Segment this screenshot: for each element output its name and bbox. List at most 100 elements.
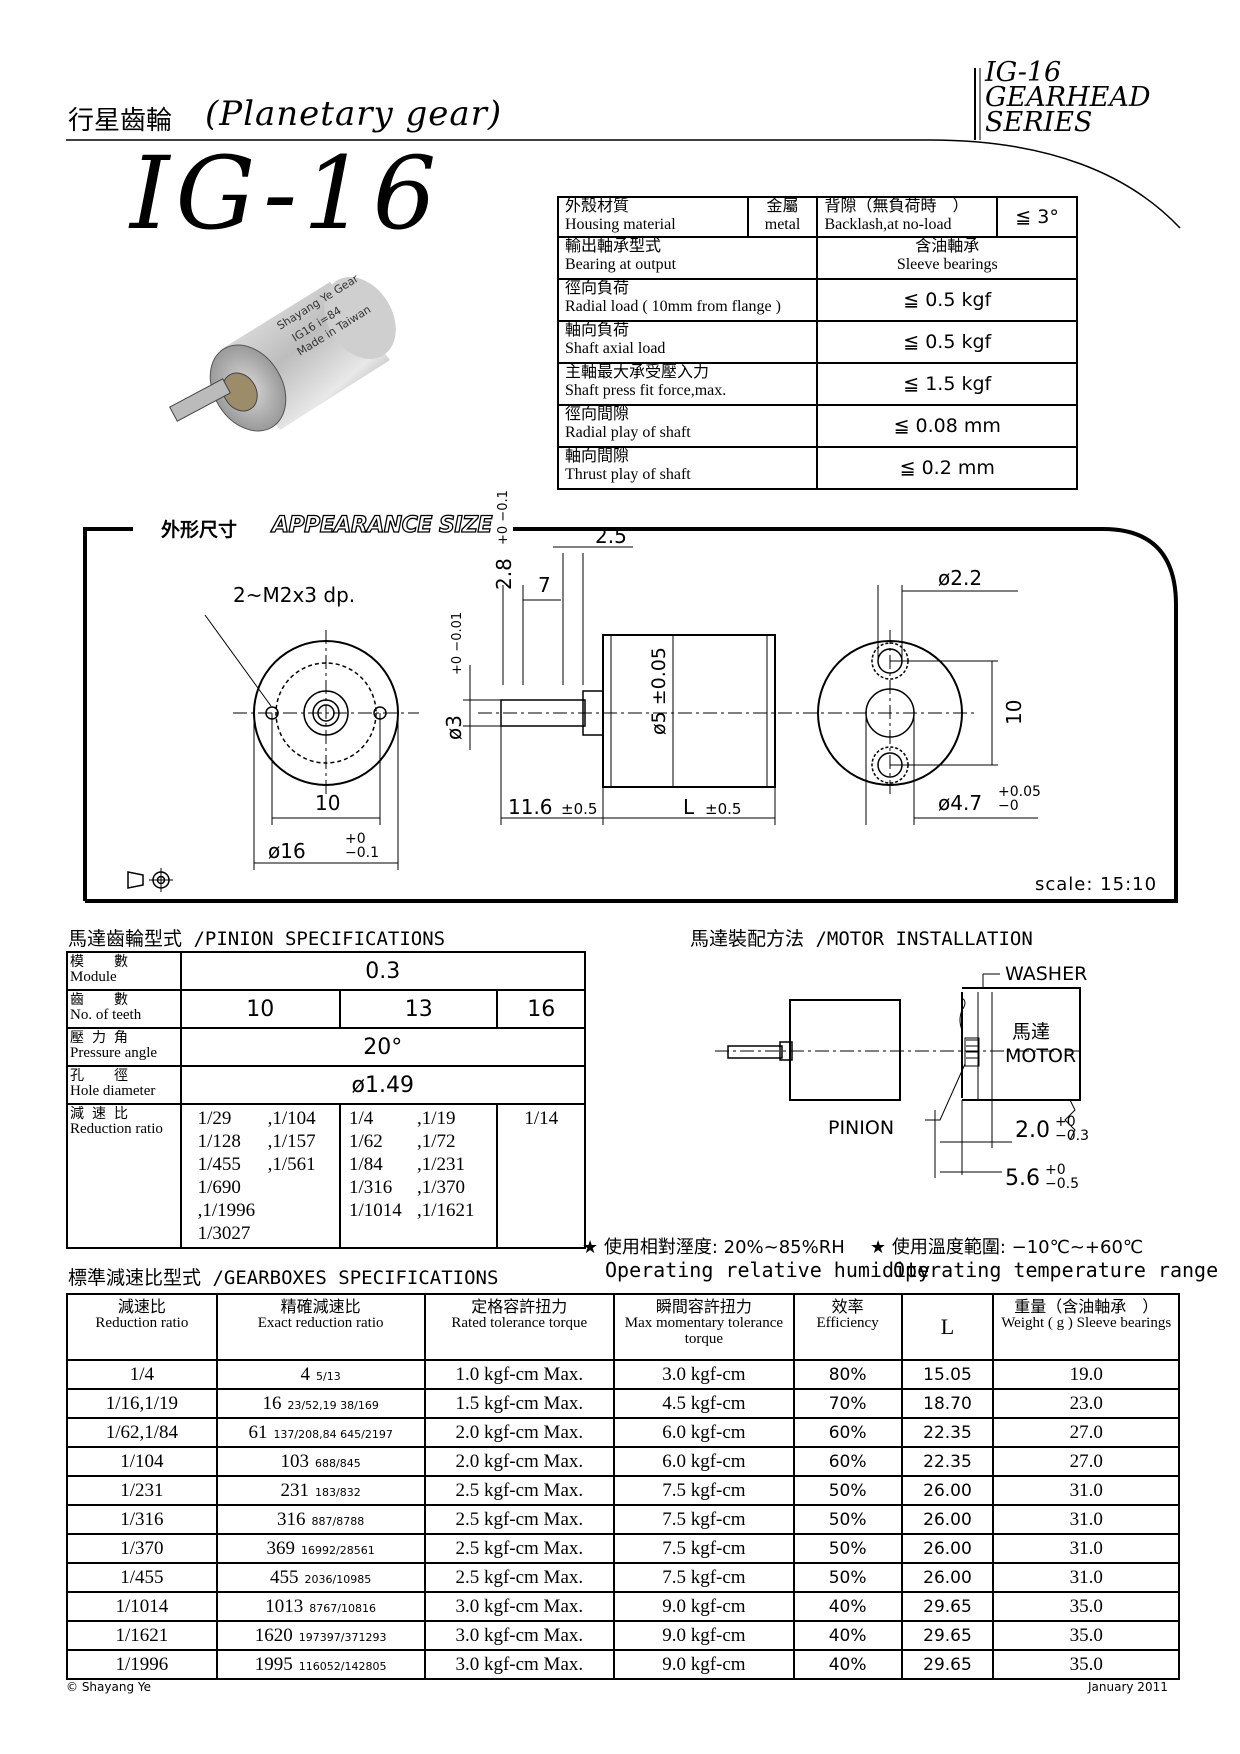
pinion-label-en: Module [70,969,117,985]
spec-label-cn: 軸向間隙 [565,448,630,465]
title-cn: 行星齒輪 [68,106,173,136]
ratio-value: 1/4 [349,1108,374,1129]
exact-whole: 4 [300,1363,311,1385]
spec-value: ≦ 3° [996,196,1078,238]
cell-ratio: 1/62,1/84 [66,1417,218,1448]
cell-ratio: 1/1014 [66,1591,218,1622]
dim-16: ø16 [268,839,306,863]
cell-rated: 3.0 kgf-cm Max. [423,1591,616,1622]
cell-eff: 50% [792,1562,903,1593]
pinion-value: 20° [179,1027,587,1067]
exact-fraction: 887/8788 [311,1514,365,1528]
cell-ratio: 1/1996 [66,1649,218,1680]
spec-label-en: Bearing at output [565,256,677,273]
temp-en: Operating temperature range [893,1258,1219,1282]
header-L: L [900,1293,995,1361]
cell-max: 9.0 kgf-cm [613,1620,795,1651]
exact-fraction: 8767/10816 [309,1601,376,1615]
pinion-value: 13 [339,989,499,1029]
cell-eff: 80% [792,1359,903,1390]
gearbox-title: 標準減速比型式 /GEARBOXES SPECIFICATIONS [68,1267,499,1289]
cell-rated: 3.0 kgf-cm Max. [423,1649,616,1680]
spec-label-en: Shaft press fit force,max. [565,382,727,399]
exact-whole: 231 [280,1479,310,1501]
projection-symbol-icon [127,868,173,892]
series-line-3: SERIES [985,107,1093,138]
side-view [463,546,803,825]
ratio-value: 1/62 [349,1131,383,1152]
cell-rated: 2.5 kgf-cm Max. [423,1533,616,1564]
spec-value: ≦ 0.5 kgf [816,320,1078,364]
cell-eff: 40% [792,1620,903,1651]
motor-install-drawing: WASHER 馬達 MOTOR PINION 2.0 +0 −0.3 5.6 +… [715,963,1089,1192]
spec-label-cn: 外殼材質 [565,198,630,215]
dim-11-6-tol: ±0.5 [561,800,597,818]
pinion-value: 10 [179,989,342,1029]
cell-L: 26.00 [900,1533,995,1564]
pinion-label-cn: 壓力角 [70,1030,136,1046]
dim-L: L [683,795,695,819]
cell-L: 29.65 [900,1620,995,1651]
cell-weight: 27.0 [992,1417,1180,1448]
dim-2-0-tol-top: +0 [1055,1114,1076,1130]
header-cn: 重量（含油軸承 ） [1014,1297,1159,1316]
model-title: IG-16 [130,135,443,252]
dim-2-8-tol: +0 −0.1 [496,490,511,545]
cell-max: 7.5 kgf-cm [613,1504,795,1535]
header-cn: 瞬間容許扭力 [655,1297,752,1316]
spec-value: ≦ 0.08 mm [816,404,1078,448]
title-en: (Planetary gear) [205,94,503,134]
header-cn: 減速比 [117,1297,166,1316]
dim-5-6: 5.6 [1005,1166,1040,1191]
cell-rated: 2.5 kgf-cm Max. [423,1562,616,1593]
appearance-title-cn: 外形尺寸 [155,515,244,542]
header-en: Rated tolerance torque [451,1315,588,1331]
pinion-value: ø1.49 [179,1065,587,1105]
cell-rated: 2.0 kgf-cm Max. [423,1446,616,1477]
dim-5: ø5 ±0.05 [648,647,670,735]
cell-L: 22.35 [900,1417,995,1448]
header-lines [66,68,1181,229]
spec-value-cn: 金屬 [766,198,799,215]
cell-rated: 3.0 kgf-cm Max. [423,1620,616,1651]
series-label: IG-16 GEARHEAD SERIES [985,59,1151,138]
ratio-col-2: 1/4,1/19 1/62,1/72 1/84,1/231 1/316,1/37… [339,1103,499,1249]
header-en: Efficiency [816,1315,879,1331]
cell-rated: 1.5 kgf-cm Max. [423,1388,616,1419]
footer-date: January 2011 [1088,1680,1168,1694]
motor-label-en: MOTOR [1005,1045,1076,1067]
cell-L: 26.00 [900,1562,995,1593]
spec-label-en: Backlash,at no-load [824,216,952,233]
ratio-value: 1/128 [197,1131,241,1152]
cell-ratio: 1/16,1/19 [66,1388,218,1419]
exact-fraction: 2036/10985 [304,1572,372,1586]
ratio-value: ,1/19 [417,1108,456,1129]
pinion-label-en: Hole diameter [70,1083,156,1099]
ratio-col-3: 1/14 [496,1103,586,1249]
pinion-label-cn: 齒 數 [70,992,136,1008]
cell-eff: 60% [792,1446,903,1477]
spec-label-cn: 軸向負荷 [565,322,630,339]
cell-ratio: 1/1621 [66,1620,218,1651]
exact-fraction: 23/52,19 38/169 [287,1398,379,1412]
cell-L: 22.35 [900,1446,995,1477]
cell-L: 29.65 [900,1591,995,1622]
dim-11-6: 11.6 [508,795,553,819]
